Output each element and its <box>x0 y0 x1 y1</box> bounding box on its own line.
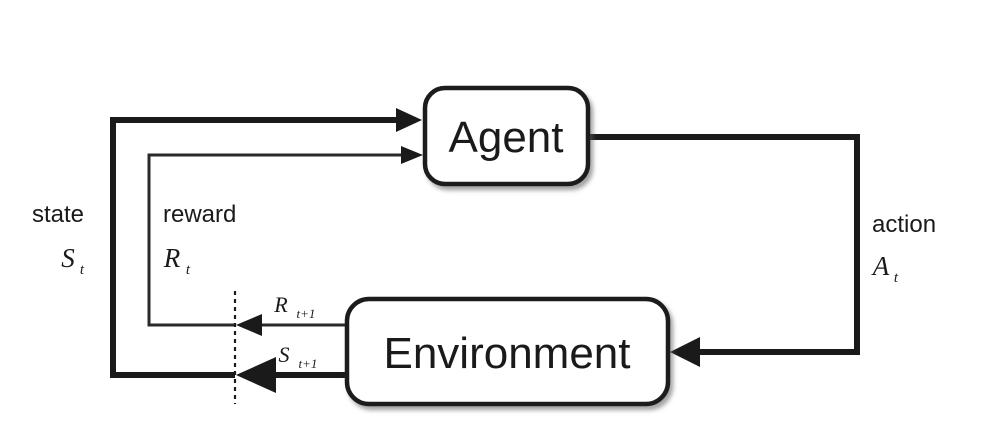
state-word-label: state <box>32 201 84 228</box>
edge-state-to-agent <box>110 108 422 378</box>
state-edge-line <box>110 117 404 378</box>
reward-subscript-label: t <box>186 262 191 278</box>
action-edge-line <box>588 134 860 355</box>
action-arrowhead-icon <box>670 337 700 367</box>
env-reward-arrowhead-icon <box>236 314 262 336</box>
reward-next-subscript-label: t+1 <box>297 306 316 321</box>
reward-symbol-label: R <box>163 243 181 273</box>
label-reward-next: R t+1 <box>273 292 315 321</box>
state-arrowhead-icon <box>396 108 422 132</box>
env-state-arrowhead-icon <box>236 357 276 393</box>
label-state-next: S t+1 <box>279 342 318 371</box>
environment-box[interactable] <box>344 296 671 407</box>
reward-word-label: reward <box>163 201 236 228</box>
action-word-label: action <box>872 211 936 238</box>
agent-box[interactable] <box>422 85 591 187</box>
label-action: action A t <box>871 211 936 286</box>
node-agent[interactable]: Agent <box>422 85 591 187</box>
state-next-symbol-label: S <box>279 342 290 367</box>
edge-agent-to-environment <box>588 134 860 367</box>
state-symbol-label: S <box>61 243 75 273</box>
state-next-subscript-label: t+1 <box>299 356 318 371</box>
edge-env-reward-out <box>236 314 348 336</box>
node-environment[interactable]: Environment <box>344 296 671 407</box>
environment-label: Environment <box>383 329 630 378</box>
state-subscript-label: t <box>80 262 85 278</box>
action-subscript-label: t <box>894 270 899 286</box>
label-reward: reward R t <box>163 201 237 278</box>
reward-edge-line <box>147 153 406 327</box>
edge-reward-to-agent <box>147 146 423 327</box>
reward-next-symbol-label: R <box>273 292 288 317</box>
label-state: state S t <box>32 201 85 278</box>
agent-label: Agent <box>449 113 564 162</box>
action-symbol-label: A <box>871 251 890 281</box>
edge-env-state-out <box>236 357 348 393</box>
reward-arrowhead-icon <box>401 146 423 164</box>
